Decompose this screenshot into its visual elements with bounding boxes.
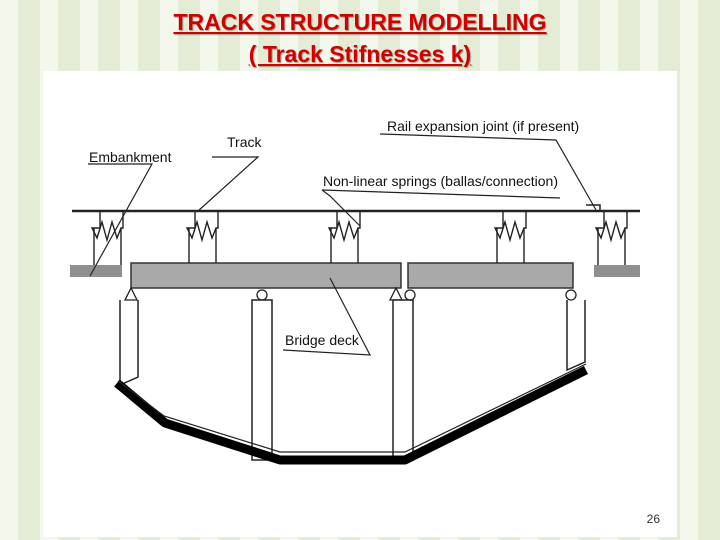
- spring-3: [327, 211, 361, 243]
- springs: [90, 211, 628, 265]
- slide-title: TRACK STRUCTURE MODELLING: [173, 9, 547, 35]
- bridge-deck-right: [407, 262, 574, 289]
- foundation-line-inner: [117, 363, 587, 453]
- label-bridge-deck: Bridge deck: [285, 332, 360, 348]
- slide-subtitle: ( Track Stifnesses k): [248, 41, 472, 67]
- rail-expansion-joint: [586, 204, 601, 211]
- label-embankment: Embankment: [89, 149, 172, 165]
- piers: [119, 299, 586, 461]
- label-rail-expansion-joint: Rail expansion joint (if present): [387, 118, 579, 134]
- embankment-right: [594, 265, 640, 277]
- leader-lines: [88, 133, 597, 356]
- spring-4: [493, 211, 527, 243]
- foundation-line: [114, 365, 589, 465]
- bearings: [123, 286, 577, 301]
- bridge-deck-left: [130, 262, 402, 289]
- spring-2: [185, 211, 219, 243]
- label-track: Track: [227, 134, 262, 150]
- page-number: 26: [646, 512, 660, 526]
- label-springs: Non-linear springs (ballas/connection): [323, 173, 558, 189]
- embankment-left: [70, 265, 122, 277]
- track-structure-diagram: Embankment Track Rail expansion joint (i…: [43, 71, 677, 537]
- diagram-svg: Embankment Track Rail expansion joint (i…: [70, 118, 640, 465]
- spring-5: [594, 211, 628, 243]
